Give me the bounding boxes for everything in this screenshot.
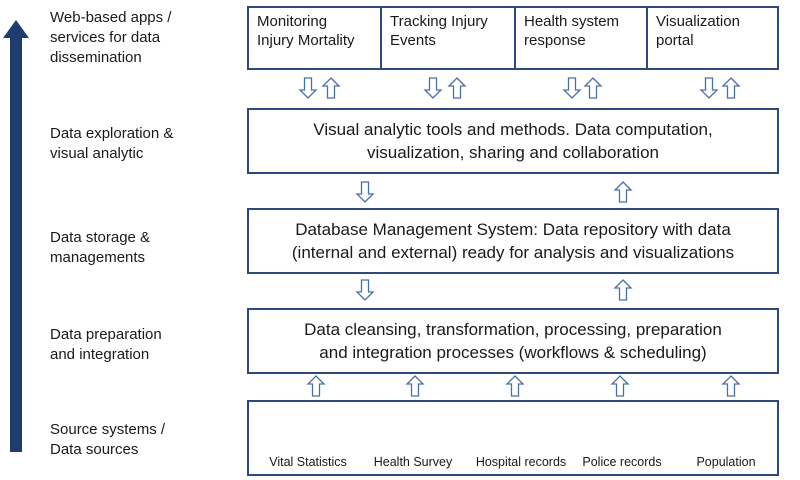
source-label-health-survey: Health Survey [373, 455, 453, 469]
arrow-down-icon-apps-2 [423, 77, 443, 99]
data-preparation-box: Data cleansing, transformation, processi… [247, 308, 779, 374]
database-management-text: Database Management System: Data reposit… [291, 220, 735, 262]
data-sources-box [247, 400, 779, 476]
visual-analytics-box: Visual analytic tools and methods. Data … [247, 108, 779, 174]
data-preparation-text: Data cleansing, transformation, processi… [304, 320, 722, 362]
database-management-box: Database Management System: Data reposit… [247, 208, 779, 274]
arrow-up-icon-source-1 [306, 375, 326, 397]
arrow-down-icon-apps-1 [298, 77, 318, 99]
arrow-up-icon-source-3 [505, 375, 525, 397]
arrow-down-icon-apps-3 [562, 77, 582, 99]
arrow-up-icon-source-4 [610, 375, 630, 397]
source-label-vital-statistics: Vital Statistics [269, 455, 347, 469]
arrow-up-icon-source-2 [405, 375, 425, 397]
arrow-up-icon-storage [613, 279, 633, 301]
layer-label-data-storage: Data storage &managements [50, 229, 151, 266]
source-label-hospital-records: Hospital records [475, 455, 567, 469]
arrow-down-icon-analytics [355, 181, 375, 203]
arrow-up-icon-apps-4 [721, 77, 741, 99]
source-label-population: Population [696, 455, 756, 469]
arrow-up-icon-analytics [613, 181, 633, 203]
source-label-police-records: Police records [582, 455, 662, 469]
arrow-up-icon-apps-2 [447, 77, 467, 99]
layer-label-data-exploration: Data exploration &visual analytic [50, 125, 174, 162]
arrow-up-icon-apps-3 [583, 77, 603, 99]
arrow-up-icon-apps-1 [321, 77, 341, 99]
arrow-down-icon-apps-4 [699, 77, 719, 99]
upward-flow-arrow [3, 20, 29, 452]
layer-label-source-systems: Source systems /Data sources [50, 421, 166, 458]
arrow-up-icon-source-5 [721, 375, 741, 397]
visual-analytics-text: Visual analytic tools and methods. Data … [313, 120, 713, 162]
arrow-down-icon-storage [355, 279, 375, 301]
